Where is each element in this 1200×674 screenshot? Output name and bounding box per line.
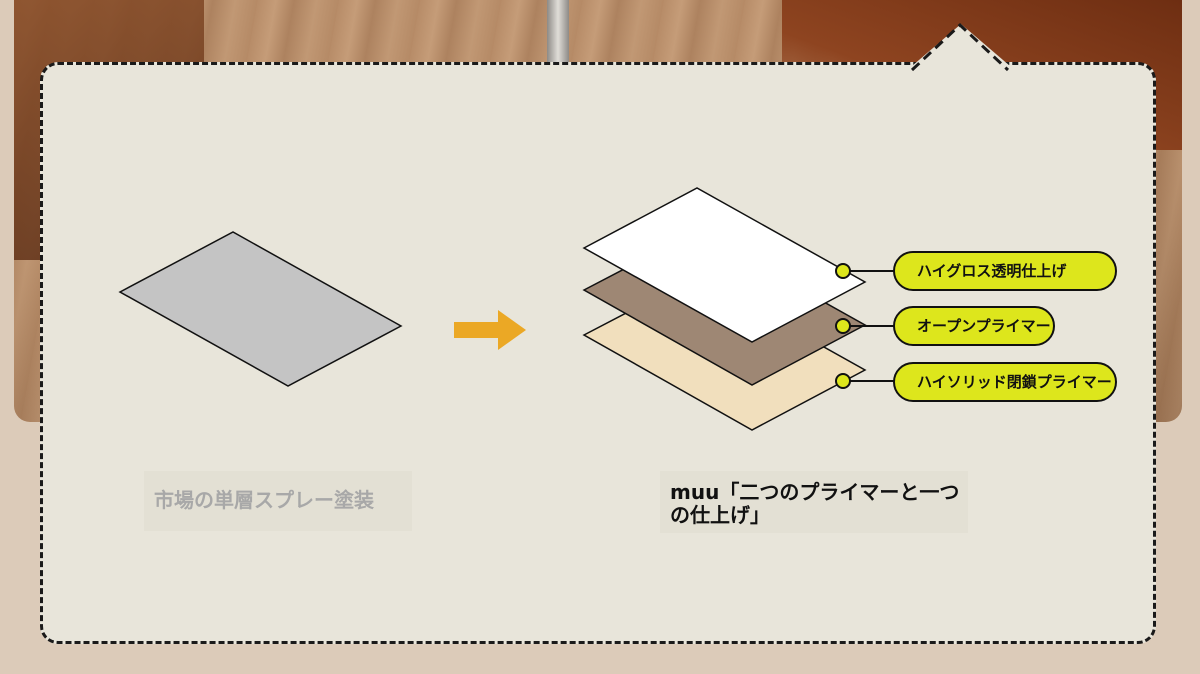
connector-bottom bbox=[835, 373, 900, 389]
single-layer-caption: 市場の単層スプレー塗装 bbox=[144, 471, 412, 531]
card-notch bbox=[912, 24, 1010, 66]
layer-sheet-top bbox=[582, 187, 867, 343]
connector-top bbox=[835, 263, 900, 279]
diagram-card bbox=[40, 62, 1156, 644]
multi-layer-caption: muu「二つのプライマーと一つの仕上げ」 bbox=[660, 471, 968, 533]
layer-label-top: ハイグロス透明仕上げ bbox=[893, 251, 1117, 291]
arrow-icon bbox=[454, 310, 526, 350]
single-layer-sheet bbox=[118, 231, 403, 387]
notch-outline bbox=[910, 22, 1010, 72]
connector-middle bbox=[835, 318, 900, 334]
chair-leg-image bbox=[547, 0, 569, 70]
layer-label-middle: オープンプライマー bbox=[893, 306, 1055, 346]
layer-label-bottom: ハイソリッド閉鎖プライマー bbox=[893, 362, 1117, 402]
